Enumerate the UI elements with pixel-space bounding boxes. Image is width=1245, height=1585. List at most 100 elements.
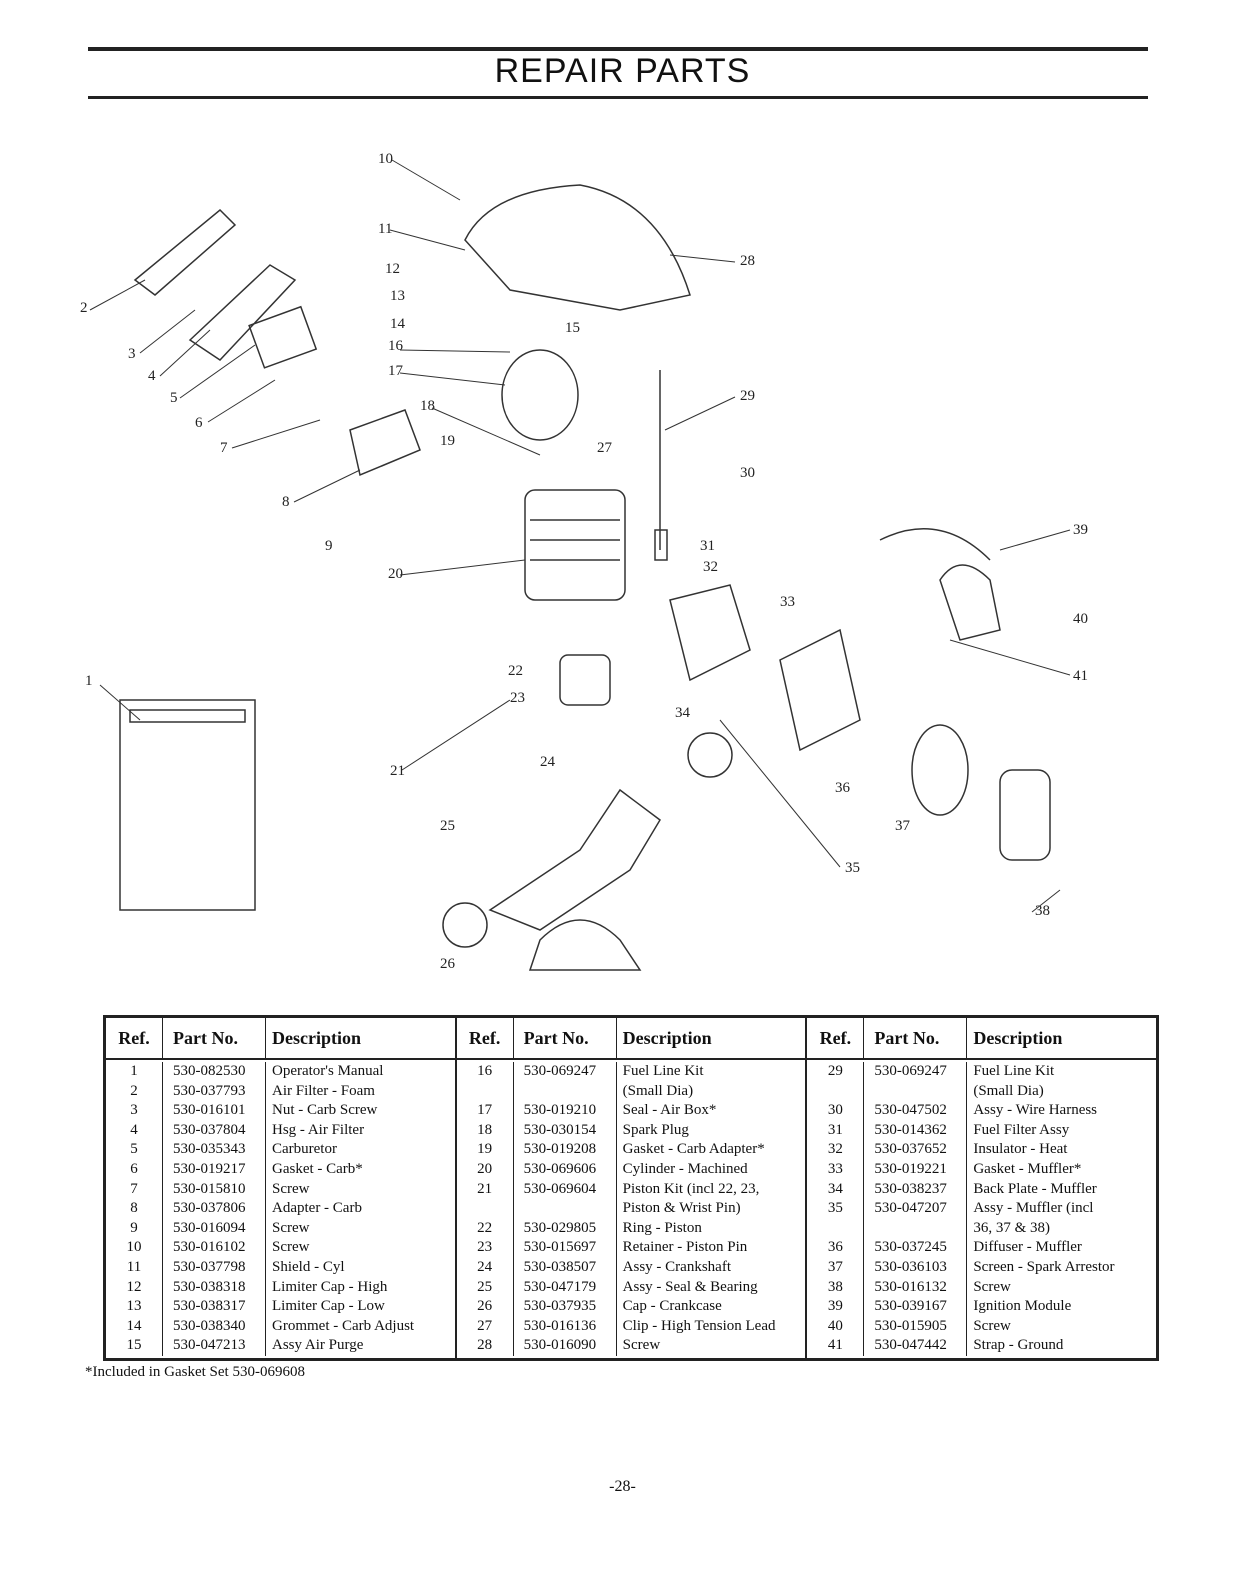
- part-number-cell: 530-038318: [162, 1277, 265, 1298]
- description-cell: Air Filter - Foam: [265, 1081, 455, 1102]
- description-cell: Assy - Muffler (incl: [966, 1199, 1156, 1219]
- callout-39: 39: [1073, 522, 1088, 538]
- description-cell: Assy Air Purge: [265, 1336, 455, 1356]
- ref-cell: 15: [126, 1337, 142, 1354]
- part-number-cell: 530-016132: [863, 1277, 966, 1298]
- callout-23: 23: [510, 690, 525, 706]
- callout-19: 19: [440, 433, 455, 449]
- ref-cell: 41: [827, 1337, 843, 1354]
- ref-cell: 1: [130, 1063, 138, 1079]
- callout-12: 12: [385, 261, 400, 277]
- callout-28: 28: [740, 253, 755, 269]
- part-number-cell: 530-037652: [863, 1140, 966, 1160]
- ref-cell: 34: [827, 1180, 843, 1197]
- part-number-cell: 530-016102: [162, 1238, 265, 1258]
- part-number-cell: 530-082530: [162, 1062, 265, 1082]
- ref-cell: 29: [827, 1063, 843, 1079]
- callout-31: 31: [700, 538, 715, 554]
- part-number-cell: 530-069604: [512, 1179, 616, 1200]
- description-cell: Gasket - Carb Adapter*: [615, 1140, 806, 1160]
- carb-adapter-illustration: [349, 409, 421, 477]
- callout-14: 14: [390, 316, 406, 332]
- ref-cell: 31: [827, 1121, 843, 1138]
- description-cell: Cap - Crankcase: [615, 1297, 806, 1317]
- ref-cell: 2: [130, 1082, 138, 1099]
- ref-cell: 39: [827, 1298, 843, 1315]
- description-cell: Limiter Cap - Low: [265, 1297, 455, 1317]
- top-rule: [88, 47, 1148, 51]
- callout-36: 36: [835, 780, 851, 796]
- ref-cell: 17: [477, 1102, 493, 1119]
- callout-7: 7: [220, 440, 228, 456]
- ref-cell: 33: [827, 1160, 843, 1177]
- crankcase-cap-illustration: [528, 919, 642, 971]
- bearing-right-illustration: [687, 732, 733, 778]
- description-cell: Limiter Cap - High: [265, 1277, 455, 1298]
- header-ref: Ref.: [468, 1027, 501, 1048]
- ref-cell: 22: [477, 1219, 493, 1236]
- part-number-cell: [512, 1199, 616, 1219]
- part-number-cell: 530-035343: [162, 1140, 265, 1160]
- part-number-cell: 530-038237: [863, 1179, 966, 1200]
- ref-cell: 4: [130, 1121, 138, 1138]
- page-number: -28-: [609, 1478, 636, 1495]
- table-row: (Small Dia): [807, 1081, 1156, 1102]
- description-cell: Gasket - Carb*: [265, 1159, 455, 1180]
- part-number-cell: 530-014362: [863, 1120, 966, 1141]
- header-part-no: Part No.: [863, 1018, 966, 1058]
- description-cell: Assy - Crankshaft: [615, 1257, 806, 1278]
- cylinder-shield-illustration: [464, 184, 691, 311]
- ref-cell: 27: [477, 1317, 493, 1334]
- part-number-cell: 530-016090: [512, 1336, 616, 1356]
- part-number-cell: 530-038507: [512, 1257, 616, 1278]
- part-number-cell: 530-037804: [162, 1120, 265, 1141]
- exploded-parts-diagram: 10 11 12 13 14 16 17 18 19 15 28 29 27 3…: [80, 151, 1088, 972]
- part-number-cell: 530-047179: [512, 1277, 616, 1298]
- part-number-cell: 530-069247: [512, 1062, 616, 1082]
- header-part-no: Part No.: [162, 1018, 265, 1058]
- description-cell: Piston Kit (incl 22, 23,: [615, 1179, 806, 1200]
- ref-cell: 19: [477, 1141, 493, 1158]
- part-number-cell: 530-047207: [863, 1199, 966, 1219]
- description-cell: Assy - Seal & Bearing: [615, 1277, 806, 1298]
- callout-30: 30: [740, 465, 755, 481]
- description-cell: Adapter - Carb: [265, 1199, 455, 1219]
- ref-cell: [807, 1219, 863, 1239]
- part-number-cell: [863, 1218, 966, 1239]
- description-cell: Operator's Manual: [265, 1062, 455, 1082]
- carburetor-illustration: [248, 305, 318, 369]
- description-cell: Screw: [265, 1179, 455, 1200]
- header-description: Description: [615, 1018, 806, 1058]
- callout-10: 10: [378, 151, 393, 167]
- ref-cell: 7: [130, 1180, 138, 1197]
- callout-9: 9: [325, 538, 333, 554]
- header-description: Description: [966, 1018, 1156, 1058]
- callout-21: 21: [390, 763, 405, 779]
- callout-35: 35: [845, 860, 860, 876]
- callout-41: 41: [1073, 668, 1088, 684]
- header-part-no: Part No.: [512, 1018, 616, 1058]
- bottom-rule: [88, 96, 1148, 99]
- description-cell: Spark Plug: [615, 1120, 806, 1141]
- header-ref: Ref.: [819, 1027, 852, 1048]
- header-ref: Ref.: [118, 1027, 150, 1048]
- callout-25: 25: [440, 818, 455, 834]
- description-cell: Clip - High Tension Lead: [615, 1316, 806, 1337]
